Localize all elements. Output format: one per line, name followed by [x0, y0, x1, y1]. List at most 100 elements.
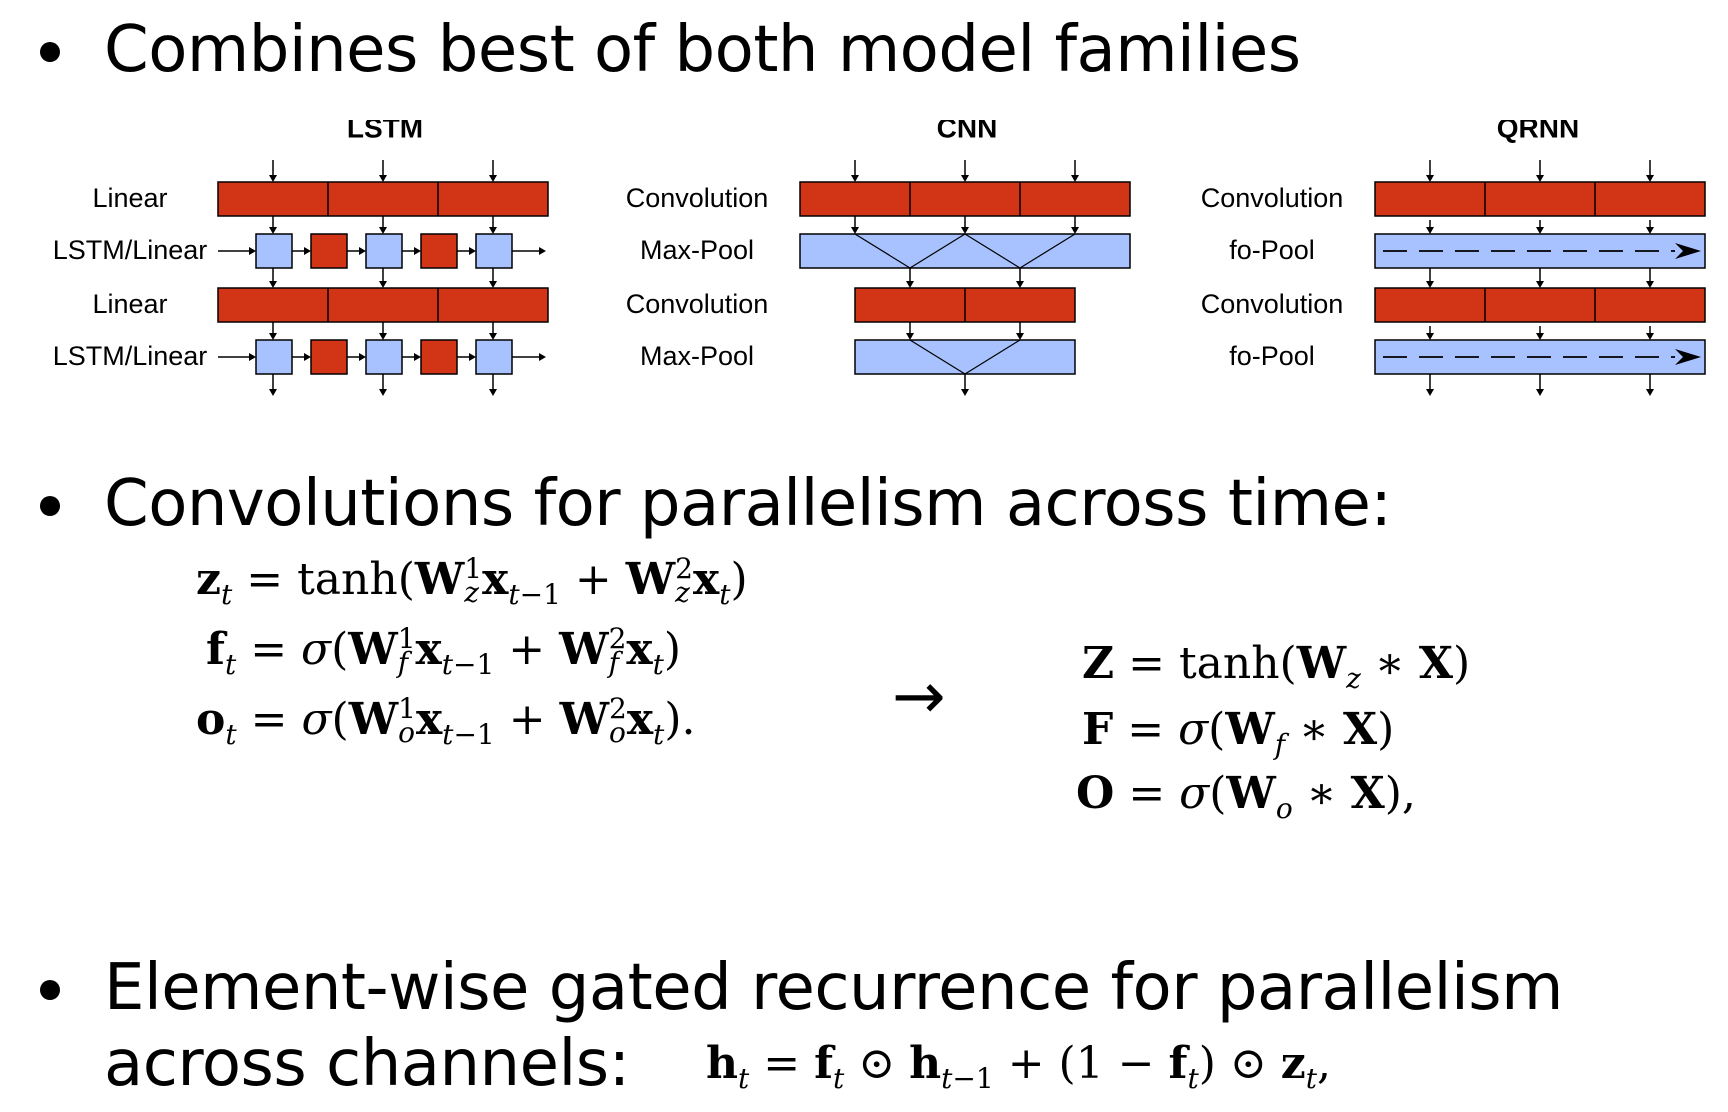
qrnn-fopool-bar-2-in-arrow-head [1426, 333, 1434, 340]
qrnn-row-label: fo-Pool [1229, 341, 1315, 371]
equation-O: O = σ(Wo ∗ X), [1076, 768, 1416, 825]
bullet-3-text-line1: Element-wise gated recurrence for parall… [104, 951, 1563, 1025]
lstm-input-arrow-head [489, 175, 497, 182]
lstm-cells-cell [475, 339, 513, 375]
qrnn-row-label: Convolution [1201, 183, 1344, 213]
cnn-arrow-head [1016, 333, 1024, 340]
lstm-cells-in-arrow-head [249, 247, 256, 255]
bullet-1-text: Combines best of both model families [104, 13, 1301, 87]
qrnn-arrow-head [1646, 281, 1654, 288]
lstm-output-arrow-head [489, 389, 497, 396]
lstm-cells-cell [310, 339, 348, 375]
lstm-arrow-head [269, 281, 277, 288]
architecture-diagram: LSTMLinearLSTM/LinearLinearLSTM/LinearCN… [53, 120, 1706, 396]
lstm-output-arrow-head [379, 389, 387, 396]
qrnn-fopool-bar-in-arrow-head [1426, 227, 1434, 234]
cnn-pool-line [909, 233, 966, 269]
cnn-row-label: Max-Pool [640, 341, 754, 371]
cnn-output-arrow-head [961, 389, 969, 396]
qrnn-row-label: fo-Pool [1229, 235, 1315, 265]
qrnn-fopool-bar-2-in-arrow-head [1536, 333, 1544, 340]
cnn-row-label: Convolution [626, 183, 769, 213]
lstm-cells-cell [365, 233, 403, 269]
qrnn-fopool-bar-2-arrowhead [1675, 349, 1701, 365]
cnn-pool-line [854, 233, 911, 269]
lstm-title: LSTM [347, 120, 423, 143]
qrnn-conv-bar-2 [1374, 287, 1706, 323]
bullet-dot [40, 980, 60, 1000]
qrnn-title: QRNN [1497, 120, 1579, 143]
lstm-arrow-head [379, 281, 387, 288]
cnn-row-label: Max-Pool [640, 235, 754, 265]
lstm-linear-bar [217, 287, 549, 323]
lstm-row-label: LSTM/Linear [53, 235, 208, 265]
lstm-cells-link-arrow-head [469, 353, 476, 361]
lstm-linear-bar [217, 181, 549, 217]
lstm-arrow-head [379, 333, 387, 340]
bullet-dot [40, 496, 60, 516]
qrnn-conv-bar [1374, 181, 1706, 217]
cnn-arrow-head [1016, 281, 1024, 288]
lstm-output-arrow-head [269, 389, 277, 396]
cnn-pool-line [964, 233, 1021, 269]
lstm-cells-cell [420, 233, 458, 269]
lstm-arrow-head [379, 227, 387, 234]
lstm-arrow-head [489, 227, 497, 234]
cnn-arrow-head [906, 333, 914, 340]
qrnn-output-arrow-head [1536, 389, 1544, 396]
qrnn-input-arrow-head [1536, 175, 1544, 182]
transform-arrow-icon: → [892, 660, 946, 734]
qrnn-fopool-bar-2-in-arrow-head [1646, 333, 1654, 340]
qrnn-fopool-bar-in-arrow-head [1536, 227, 1544, 234]
lstm-cells-cell [255, 339, 293, 375]
lstm-cells-link-arrow-head [359, 247, 366, 255]
lstm-cells-cell [475, 233, 513, 269]
qrnn-output-arrow-head [1646, 389, 1654, 396]
lstm-cells-cell [310, 233, 348, 269]
cnn-pool-line [964, 339, 1021, 375]
lstm-row-label: Linear [92, 289, 167, 319]
cnn-title: CNN [937, 120, 998, 143]
lstm-cells-cell [365, 339, 403, 375]
equation-Z: Z = tanh(Wz ∗ X) [1082, 638, 1471, 695]
qrnn-row-label: Convolution [1201, 289, 1344, 319]
bullet-2-text: Convolutions for parallelism across time… [104, 467, 1392, 541]
cnn-input-arrow-head [1071, 175, 1079, 182]
equation-F: F = σ(Wf ∗ X) [1082, 704, 1395, 761]
cnn-arrow-head [1071, 227, 1079, 234]
lstm-arrow-head [489, 281, 497, 288]
lstm-row-label: Linear [92, 183, 167, 213]
qrnn-arrow-head [1536, 281, 1544, 288]
cnn-arrow-head [906, 281, 914, 288]
cnn-maxpool-bar [799, 233, 1131, 269]
lstm-cells-out-arrow-head [539, 247, 546, 255]
qrnn-input-arrow-head [1646, 175, 1654, 182]
lstm-cells-link-arrow-head [469, 247, 476, 255]
cnn-conv-bar [799, 181, 1131, 217]
equation-recurrence: ht = ft ⊙ ht−1 + (1 − ft) ⊙ zt, [706, 1038, 1332, 1095]
lstm-arrow-head [489, 333, 497, 340]
cnn-pool-line [1019, 233, 1076, 269]
lstm-arrow-head [269, 227, 277, 234]
cnn-input-arrow-head [961, 175, 969, 182]
lstm-cells-link-arrow-head [414, 353, 421, 361]
qrnn-output-arrow-head [1426, 389, 1434, 396]
lstm-cells-link-arrow-head [414, 247, 421, 255]
lstm-row-label: LSTM/Linear [53, 341, 208, 371]
cnn-maxpool-bar-2 [854, 339, 1076, 375]
lstm-cells-out-arrow-head [539, 353, 546, 361]
lstm-input-arrow-head [379, 175, 387, 182]
cnn-input-arrow-head [851, 175, 859, 182]
lstm-cells-in-arrow-head [249, 353, 256, 361]
lstm-arrow-head [269, 333, 277, 340]
lstm-cells-link-arrow-head [359, 353, 366, 361]
qrnn-fopool-bar-arrowhead [1675, 243, 1701, 259]
qrnn-arrow-head [1426, 281, 1434, 288]
lstm-input-arrow-head [269, 175, 277, 182]
qrnn-fopool-bar-in-arrow-head [1646, 227, 1654, 234]
lstm-cells-cell [420, 339, 458, 375]
bullet-dot [40, 42, 60, 62]
